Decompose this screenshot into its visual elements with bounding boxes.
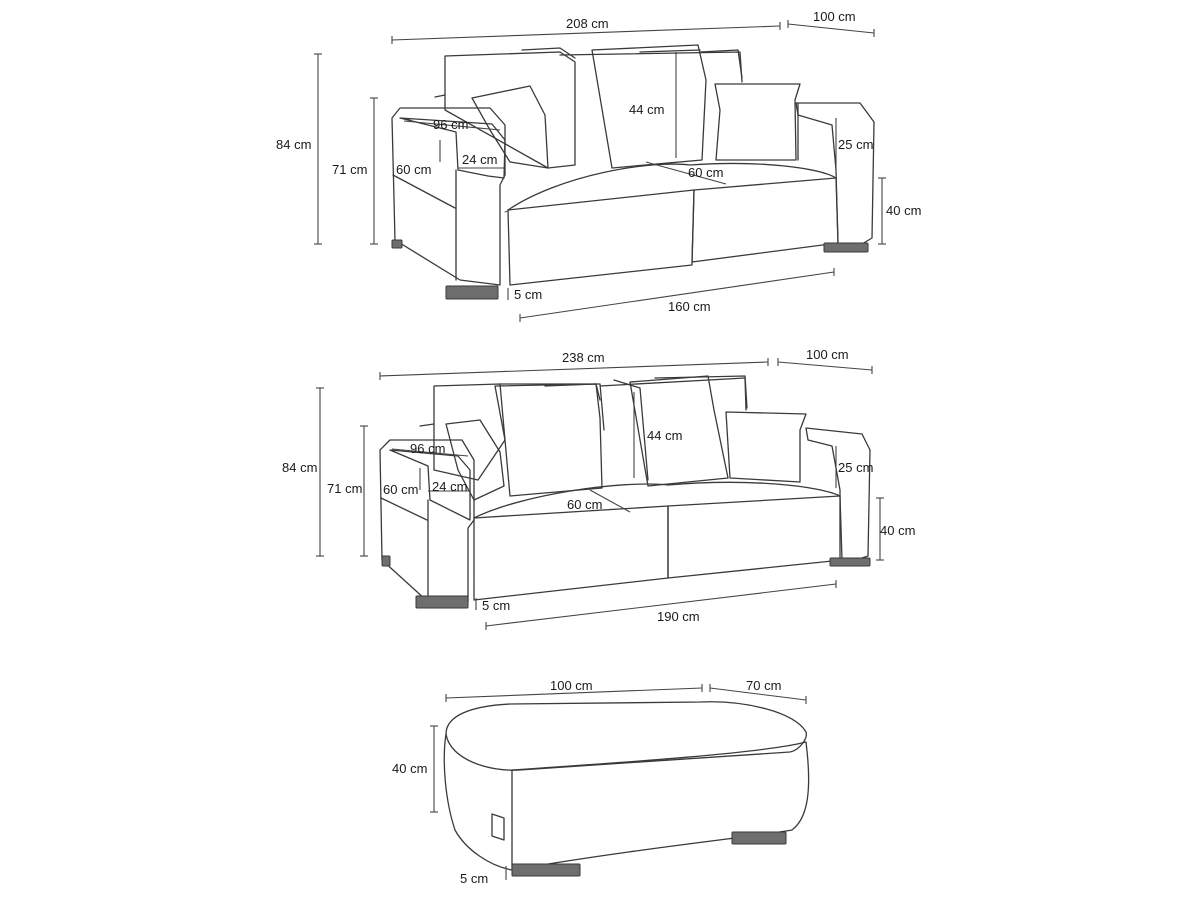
sofa-238-labels: 238 cm 100 cm 84 cm 71 cm 60 cm 96 cm 24…: [282, 347, 915, 624]
sofa-238-dimension-lines: [316, 358, 884, 630]
sofa-238-cushion-height-label: 44 cm: [647, 428, 682, 443]
sofa-208-depth-label: 100 cm: [813, 9, 856, 24]
sofa-208-arm-depth-label: 96 cm: [433, 117, 468, 132]
sofa-208-leg-height-label: 5 cm: [514, 287, 542, 302]
sofa-208-seat-depth-label: 60 cm: [688, 165, 723, 180]
sofa-208-height-label: 84 cm: [276, 137, 311, 152]
sofa-208-width-label: 208 cm: [566, 16, 609, 31]
sofa-208-labels: 208 cm 100 cm 84 cm 71 cm 60 cm 96 cm 24…: [276, 9, 921, 314]
sofa-208-back-height-label: 71 cm: [332, 162, 367, 177]
sofa-238-seat-height-label: 40 cm: [880, 523, 915, 538]
sofa-238-width-label: 238 cm: [562, 350, 605, 365]
sofa-238-depth-label: 100 cm: [806, 347, 849, 362]
sofa-238-drawing: [379, 375, 871, 609]
sofa-238-arm-depth-label: 96 cm: [410, 441, 445, 456]
sofa-238-seat-depth-label: 60 cm: [567, 497, 602, 512]
sofa-238-leg-height-label: 5 cm: [482, 598, 510, 613]
sofa-208-arm-height-label: 60 cm: [396, 162, 431, 177]
ottoman-dimension-lines: [430, 684, 807, 880]
ottoman-drawing: [443, 701, 810, 877]
sofa-238-back-arm-height-label: 25 cm: [838, 460, 873, 475]
sofa-238-arm-width-label: 24 cm: [432, 479, 467, 494]
sofa-208-back-arm-height-label: 25 cm: [838, 137, 873, 152]
sofa-238-back-height-label: 71 cm: [327, 481, 362, 496]
ottoman-labels: 100 cm 70 cm 40 cm 5 cm: [392, 678, 781, 886]
ottoman-depth-label: 70 cm: [746, 678, 781, 693]
sofa-238-seat-width-label: 190 cm: [657, 609, 700, 624]
sofa-208-dimension-lines: [314, 20, 886, 322]
ottoman-height-label: 40 cm: [392, 761, 427, 776]
sofa-208-cushion-height-label: 44 cm: [629, 102, 664, 117]
ottoman-width-label: 100 cm: [550, 678, 593, 693]
sofa-208-seat-height-label: 40 cm: [886, 203, 921, 218]
ottoman-leg-height-label: 5 cm: [460, 871, 488, 886]
sofa-238-height-label: 84 cm: [282, 460, 317, 475]
sofa-208-drawing: [391, 44, 875, 300]
sofa-238-arm-height-label: 60 cm: [383, 482, 418, 497]
sofa-208-seat-width-label: 160 cm: [668, 299, 711, 314]
sofa-208-arm-width-label: 24 cm: [462, 152, 497, 167]
